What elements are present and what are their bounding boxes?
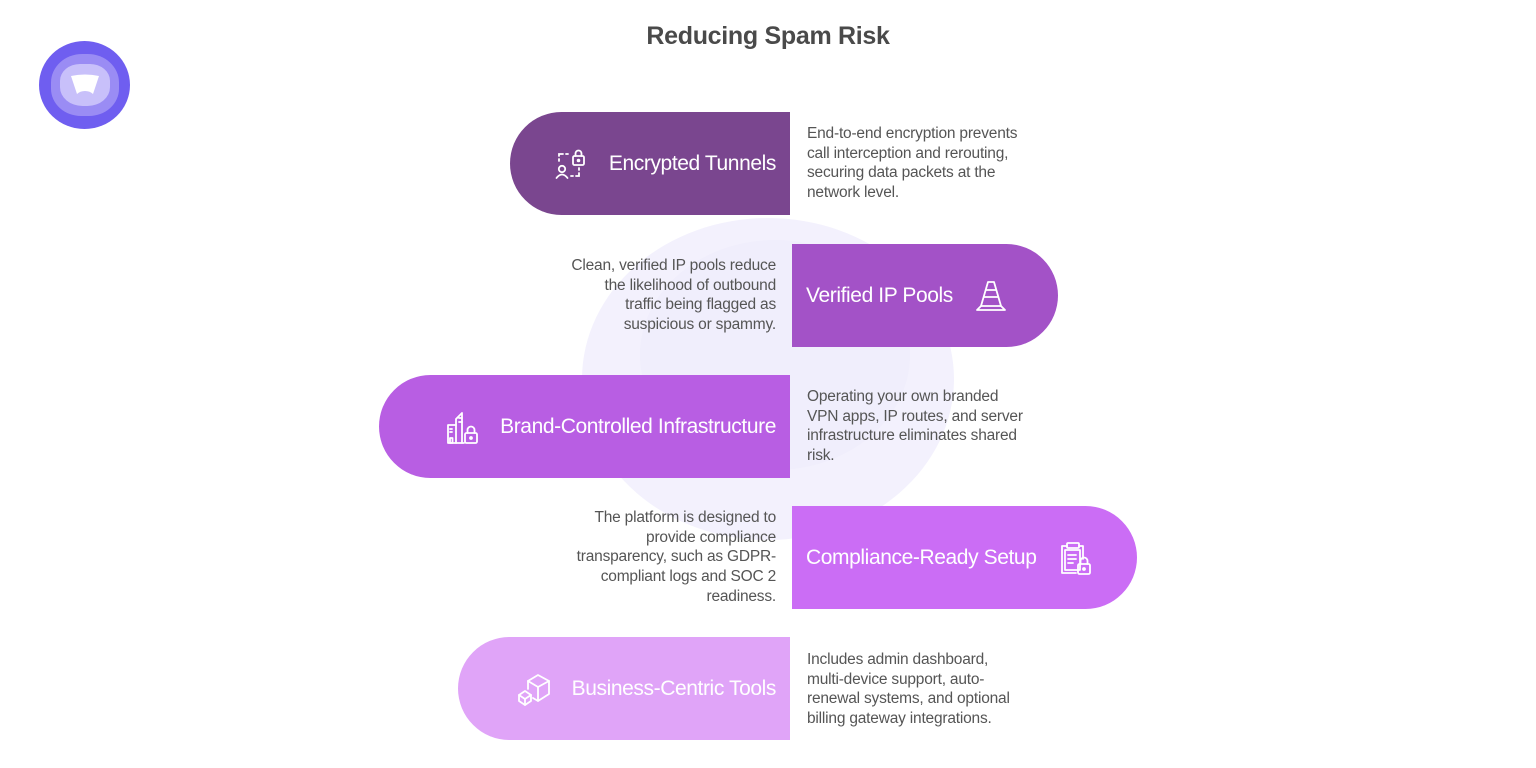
building-lock-icon bbox=[447, 411, 478, 444]
description-line: Includes admin dashboard, bbox=[807, 651, 989, 668]
description-line: the likelihood of outbound bbox=[604, 276, 777, 294]
description-line: network level. bbox=[807, 184, 899, 202]
description-line: billing gateway integrations. bbox=[807, 710, 992, 728]
description-line: infrastructure eliminates shared bbox=[807, 427, 1017, 445]
description-line: traffic being flagged as bbox=[625, 296, 776, 314]
description-line: transparency, such as GDPR- bbox=[576, 548, 777, 566]
description-line: call interception and rerouting, bbox=[807, 144, 1009, 162]
description-line: The platform is designed to bbox=[594, 509, 776, 526]
description-line: renewal systems, and optional bbox=[807, 690, 1010, 708]
logo-core bbox=[59, 64, 110, 106]
item-label: Verified IP Pools bbox=[806, 283, 953, 307]
page-title: Reducing Spam Risk bbox=[646, 22, 890, 50]
boxes-icon bbox=[517, 673, 550, 706]
description-line: Clean, verified IP pools reduce bbox=[571, 257, 776, 274]
description-line: suspicious or spammy. bbox=[623, 316, 776, 334]
traffic-cone-icon bbox=[976, 280, 1006, 311]
description-line: provide compliance bbox=[646, 528, 776, 546]
brand-logo[interactable] bbox=[39, 41, 130, 129]
clipboard-lock-icon bbox=[1060, 541, 1091, 575]
user-lock-icon bbox=[555, 149, 585, 179]
description-line: End-to-end encryption prevents bbox=[807, 125, 1018, 142]
description-line: multi-device support, auto- bbox=[807, 670, 985, 688]
description-line: securing data packets at the bbox=[807, 164, 996, 182]
description-line: compliant logs and SOC 2 bbox=[600, 568, 776, 586]
description-line: Operating your own branded bbox=[807, 388, 999, 405]
item-label: Encrypted Tunnels bbox=[608, 151, 777, 175]
item-verified-ip-pools: Verified IP Pools bbox=[792, 244, 1058, 347]
item-brand-controlled-infrastructure: Brand-Controlled Infrastructure bbox=[379, 375, 790, 478]
description-line: risk. bbox=[807, 447, 835, 465]
item-encrypted-tunnels: Encrypted Tunnels bbox=[510, 112, 790, 215]
item-label: Business-Centric Tools bbox=[571, 676, 777, 700]
item-description: The platform is designed to provide comp… bbox=[576, 508, 777, 607]
logo-ring bbox=[50, 54, 119, 116]
item-description: Includes admin dashboard, multi-device s… bbox=[807, 650, 1010, 729]
description-line: VPN apps, IP routes, and server bbox=[807, 407, 1023, 425]
item-business-centric-tools: Business-Centric Tools bbox=[458, 637, 790, 740]
item-description: Clean, verified IP pools reduce the like… bbox=[571, 256, 776, 335]
item-label: Brand-Controlled Infrastructure bbox=[500, 414, 776, 438]
description-line: readiness. bbox=[706, 587, 776, 605]
item-description: End-to-end encryption prevents call inte… bbox=[807, 124, 1017, 203]
item-description: Operating your own branded VPN apps, IP … bbox=[807, 387, 1023, 466]
item-compliance-ready-setup: Compliance-Ready Setup bbox=[792, 506, 1137, 609]
brand-logo-icon bbox=[70, 74, 99, 94]
item-label: Compliance-Ready Setup bbox=[806, 545, 1037, 569]
